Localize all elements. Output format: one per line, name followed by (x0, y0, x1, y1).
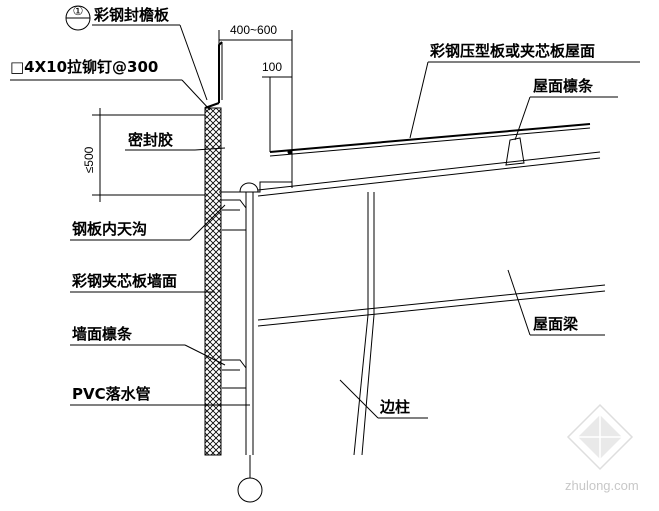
dimension-width: 400~600 (218, 23, 293, 188)
label-roof-panel: 彩钢压型板或夹芯板屋面 (429, 42, 595, 60)
roof-purlin (505, 137, 525, 166)
callout-symbol: ① (65, 4, 91, 31)
dimension-height: ≤500 (82, 108, 205, 202)
pvc-downpipe (237, 192, 263, 503)
svg-text:100: 100 (262, 60, 282, 74)
lower-beam (257, 284, 606, 327)
watermark-logo (566, 403, 634, 471)
wall-panel-section (204, 107, 222, 456)
label-gutter: 钢板内天沟 (72, 220, 147, 238)
label-roof-beam: 屋面梁 (533, 315, 579, 333)
label-roof-purlin: 屋面檩条 (533, 77, 594, 95)
leader-lines (10, 24, 640, 419)
svg-text:①: ① (73, 4, 84, 18)
roof-panel (269, 123, 591, 157)
wall-purlin-upper (221, 199, 247, 231)
label-wall-purlin: 墙面檩条 (72, 325, 133, 343)
wall-purlin-lower (221, 359, 247, 389)
eave-board (204, 41, 223, 109)
svg-text:400~600: 400~600 (230, 23, 277, 37)
label-rivet: □4X10拉铆钉@300 (10, 58, 158, 76)
svg-text:≤500: ≤500 (82, 146, 96, 173)
dimension-offset: 100 (262, 60, 292, 152)
label-sealant: 密封胶 (128, 131, 173, 149)
edge-column (353, 192, 375, 456)
label-eave-board: 彩钢封檐板 (93, 6, 170, 24)
roof-beam (257, 151, 601, 197)
label-edge-column: 边柱 (379, 398, 410, 416)
watermark-text: zhulong.com (565, 478, 639, 493)
label-pvc-pipe: PVC落水管 (72, 385, 151, 403)
label-wall-panel: 彩钢夹芯板墙面 (71, 272, 177, 290)
